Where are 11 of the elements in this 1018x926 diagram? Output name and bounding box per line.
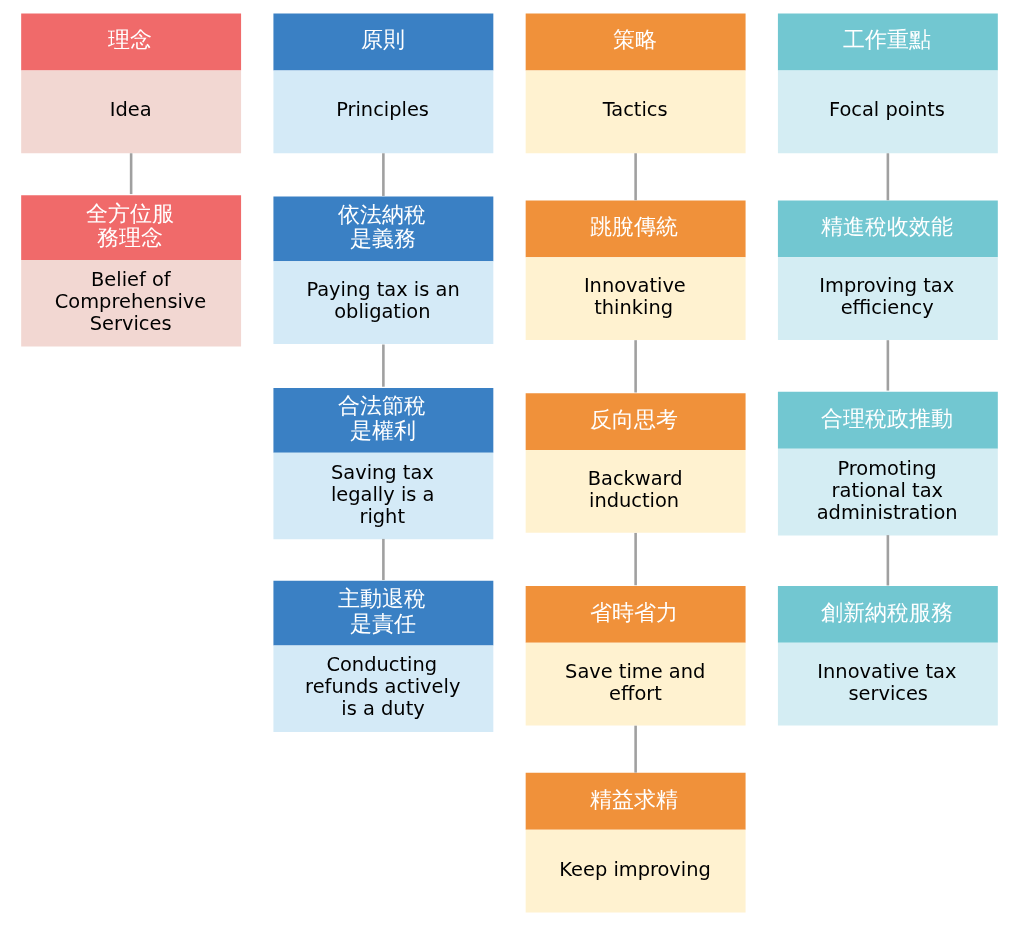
connector: [633, 340, 637, 393]
connector: [633, 153, 637, 201]
connector: [633, 725, 637, 773]
connector: [381, 344, 385, 387]
connector: [886, 535, 889, 586]
connector: [633, 532, 637, 586]
connector: [129, 153, 132, 195]
connector: [381, 153, 385, 196]
connector: [886, 340, 889, 391]
connector: [381, 538, 385, 581]
connector: [886, 153, 889, 201]
